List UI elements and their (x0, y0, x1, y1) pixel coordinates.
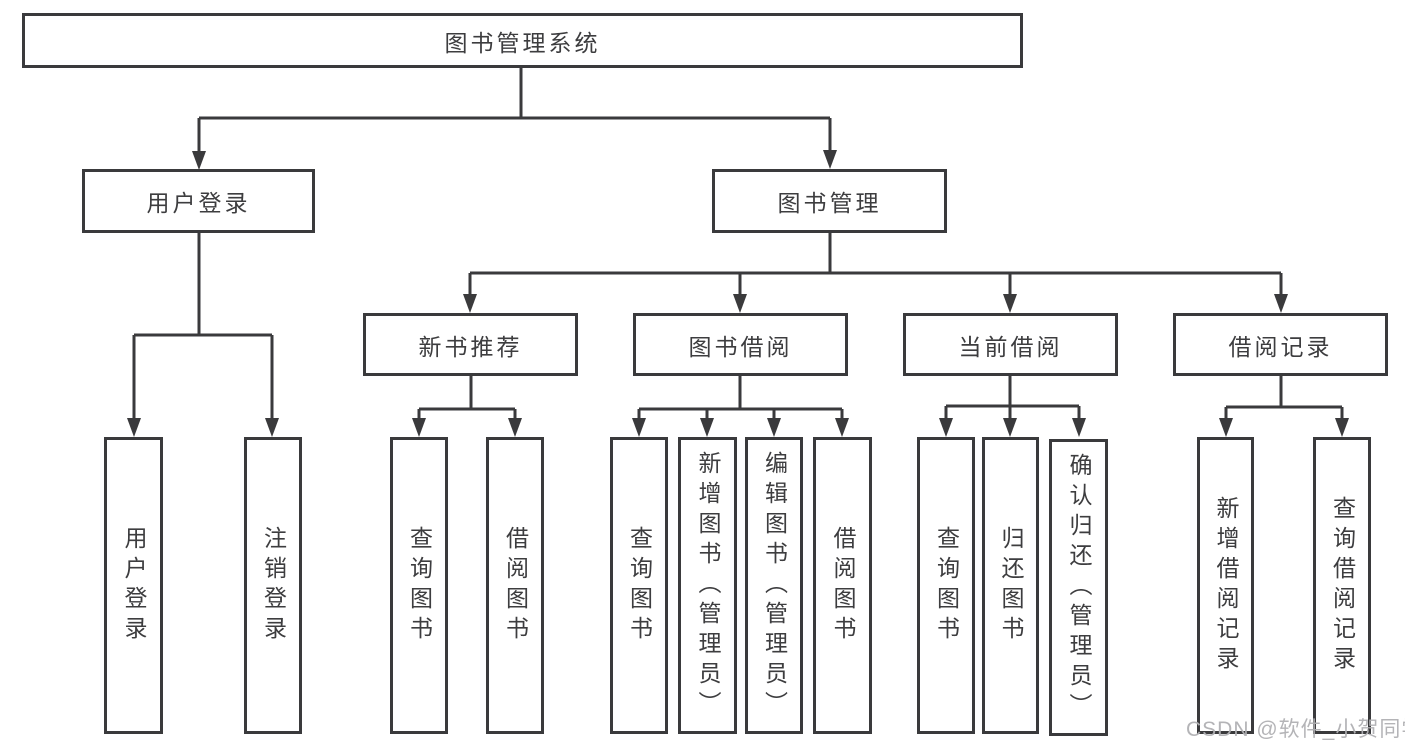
arrow-down-icon (463, 294, 477, 313)
node-book-management: 图书管理 (712, 169, 947, 233)
arrow-down-icon (939, 418, 953, 437)
leaf-logout: 注销登录 (244, 437, 302, 734)
leaf-records-add-record: 新增借阅记录 (1197, 437, 1254, 734)
leaf-current-query-books: 查询图书 (917, 437, 975, 734)
tree-edges (132, 68, 1344, 425)
arrow-down-icon (1003, 418, 1017, 437)
node-book-borrow: 图书借阅 (633, 313, 848, 376)
arrow-down-icon (265, 418, 279, 437)
arrow-down-icon (1003, 294, 1017, 313)
leaf-recommend-borrow-books: 借阅图书 (486, 437, 544, 734)
node-current-borrow: 当前借阅 (903, 313, 1118, 376)
arrow-down-icon (632, 418, 646, 437)
arrow-down-icon (1274, 294, 1288, 313)
arrow-down-icon (127, 418, 141, 437)
leaf-current-confirm-return-admin: 确认归还（管理员） (1049, 439, 1108, 736)
node-borrow-records: 借阅记录 (1173, 313, 1388, 376)
arrow-down-icon (1072, 418, 1086, 437)
csdn-watermark: CSDN @软件_小贺同学 (1186, 718, 1405, 741)
leaf-borrow-add-books-admin: 新增图书（管理员） (678, 437, 737, 734)
leaf-records-query-record: 查询借阅记录 (1313, 437, 1371, 734)
arrow-down-icon (1335, 418, 1349, 437)
leaf-current-return-books: 归还图书 (982, 437, 1039, 734)
arrow-down-icon (508, 418, 522, 437)
arrow-down-icon (412, 418, 426, 437)
leaf-borrow-edit-books-admin: 编辑图书（管理员） (745, 437, 803, 734)
node-new-book-recommend: 新书推荐 (363, 313, 578, 376)
leaf-borrow-query-books: 查询图书 (610, 437, 668, 734)
arrow-down-icon (767, 418, 781, 437)
arrow-down-icon (700, 418, 714, 437)
arrowheads (127, 150, 1349, 437)
arrow-down-icon (733, 294, 747, 313)
arrow-down-icon (823, 150, 837, 169)
leaf-user-login: 用户登录 (104, 437, 163, 734)
arrow-down-icon (192, 151, 206, 170)
leaf-recommend-query-books: 查询图书 (390, 437, 448, 734)
arrow-down-icon (1219, 418, 1233, 437)
arrow-down-icon (835, 418, 849, 437)
node-user-login: 用户登录 (82, 169, 315, 233)
node-root-system: 图书管理系统 (22, 13, 1023, 68)
leaf-borrow-borrow-books: 借阅图书 (813, 437, 872, 734)
